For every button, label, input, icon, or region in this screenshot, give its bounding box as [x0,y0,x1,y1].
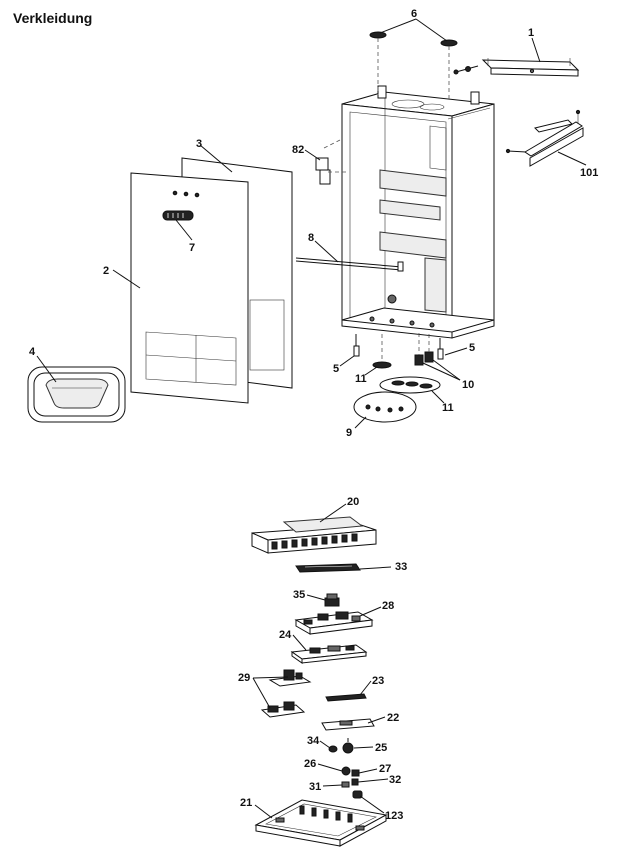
part-82-side-clip [315,139,346,185]
part-31-fitting [341,781,350,788]
label-part-3: 3 [196,138,202,150]
label-part-82: 82 [292,144,304,156]
part-34-small-part [328,745,338,753]
label-part-2: 2 [103,265,109,277]
part-25-knob [342,738,354,754]
part-26-fitting [341,766,351,776]
part-4-display-frame [27,366,126,423]
part-5-screws [353,334,444,360]
label-part-25: 25 [375,742,387,754]
part-27-fitting [351,769,360,777]
label-part-123: 123 [385,810,403,822]
label-part-22: 22 [387,712,399,724]
part-8-rod [295,257,404,272]
label-part-9: 9 [346,427,352,439]
part-22-bracket-plate [321,718,375,731]
part-24-base-board [290,644,368,664]
boiler-housing-frame [341,85,495,339]
part-11-grommet-ring [379,376,441,394]
part-6-top-grommets [369,31,458,100]
part-101-mounting-rails [505,109,584,167]
label-part-27: 27 [379,763,391,775]
label-part-26: 26 [304,758,316,770]
part-20-control-cover [251,516,377,554]
label-part-20: 20 [347,496,359,508]
part-7-control-strip [162,210,194,221]
part-10-connectors [414,333,434,366]
part-21-control-base [254,799,388,847]
part-32-fitting [351,778,359,786]
label-part-11-right: 11 [442,402,454,414]
label-part-11-left: 11 [355,373,367,385]
label-part-31: 31 [309,781,321,793]
part-2-front-cover [130,172,249,404]
label-part-35: 35 [293,589,305,601]
label-part-34: 34 [307,735,320,747]
part-23-thin-plate [325,693,367,702]
label-part-5-right: 5 [469,342,475,354]
label-part-7: 7 [189,242,195,254]
diagram-title: Verkleidung [13,10,93,26]
part-9-plug-set [353,391,417,423]
label-part-28: 28 [382,600,394,612]
label-part-6: 6 [411,8,417,20]
label-part-5-left: 5 [333,363,339,375]
part-35-module [324,593,340,607]
label-part-29: 29 [238,672,250,684]
label-part-33: 33 [395,561,407,573]
label-part-1: 1 [528,27,534,39]
part-1-wall-bracket [453,58,580,77]
part-123-fitting [352,790,363,799]
label-part-23: 23 [372,675,384,687]
part-28-circuit-board [294,611,374,635]
part-33-connector-strip [295,563,361,573]
label-part-32: 32 [389,774,401,786]
label-part-101: 101 [580,167,598,179]
label-part-8: 8 [308,232,314,244]
label-part-21: 21 [240,797,252,809]
part-11-grommet-left [372,334,392,369]
part-29-relay-boards [260,669,312,718]
label-part-4: 4 [29,346,36,358]
leader-lines [36,18,587,819]
part-number-labels: 6 1 3 82 101 7 8 2 4 5 5 11 10 11 9 20 3… [29,8,598,822]
label-part-10: 10 [462,379,474,391]
label-part-24: 24 [279,629,292,641]
